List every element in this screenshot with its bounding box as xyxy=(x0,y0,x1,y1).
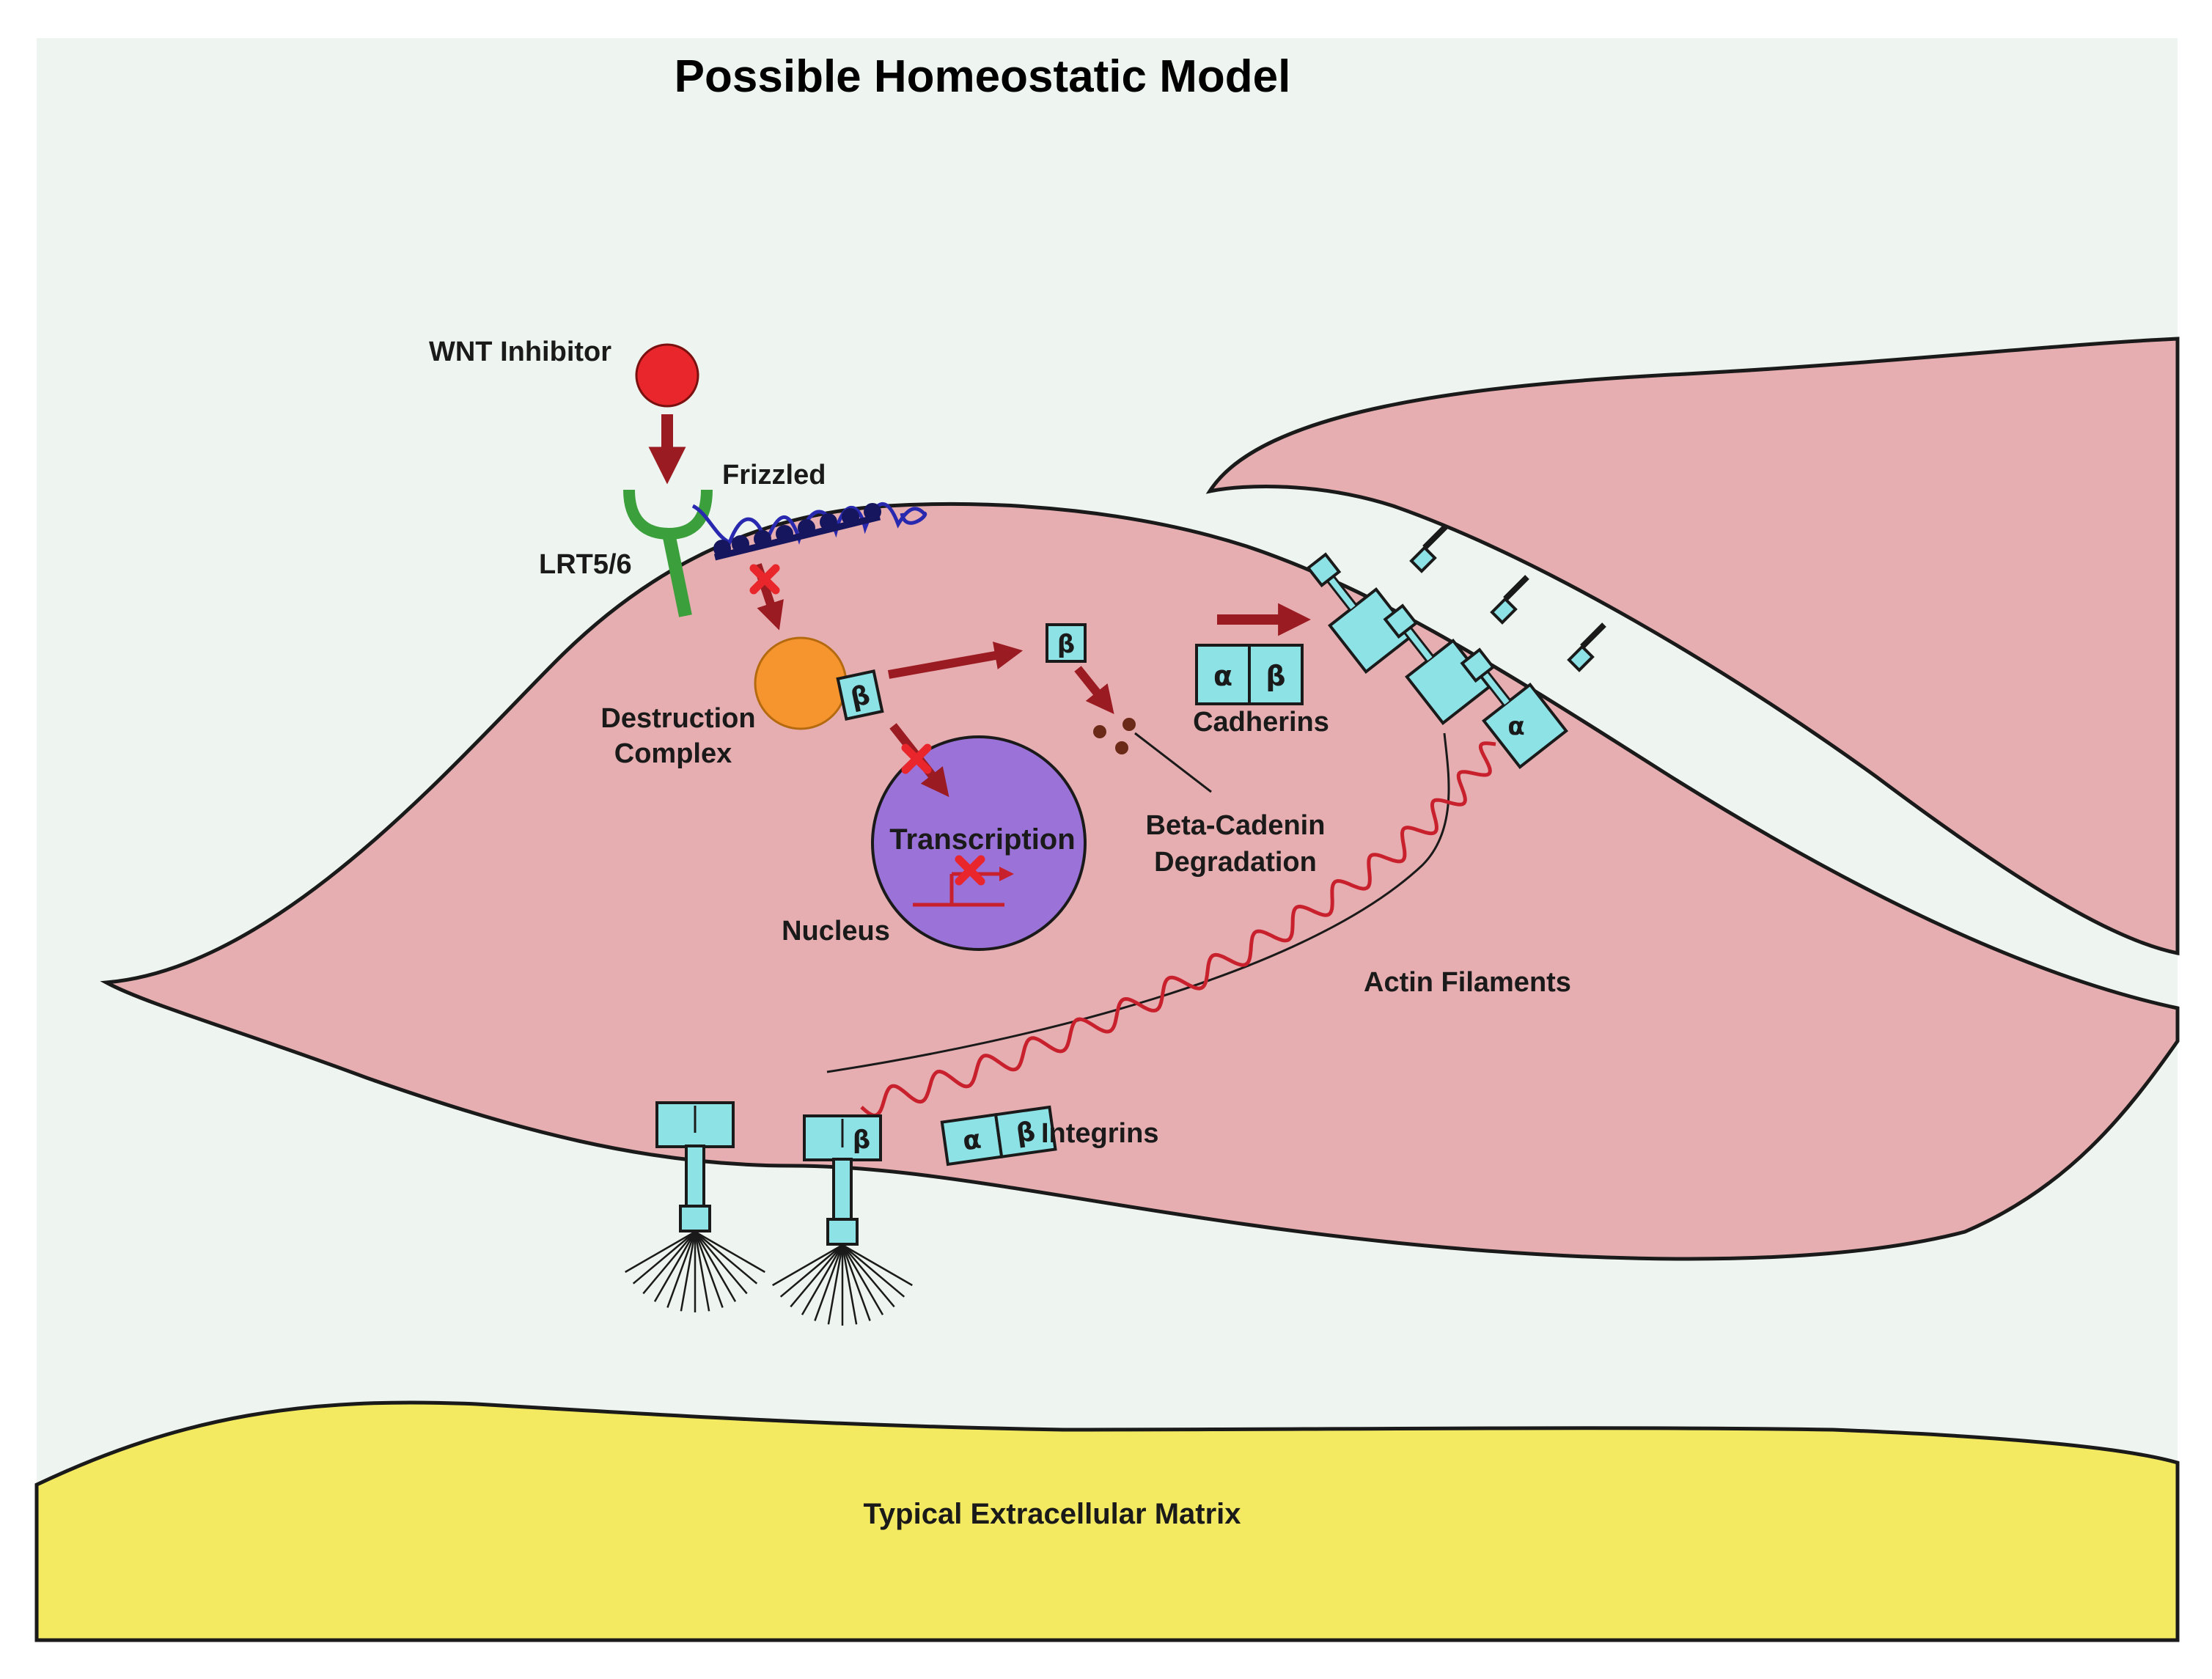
cadherin-receptor xyxy=(1306,552,1414,674)
wnt-inhibitor-label: WNT Inhibitor xyxy=(429,337,611,367)
actin-filament xyxy=(860,741,1496,1117)
integrin-pair: α β xyxy=(940,1105,1057,1167)
destruction-label-line1: Destruction xyxy=(600,703,755,734)
diagram-title: Possible Homeostatic Model xyxy=(675,51,1291,102)
main-cell xyxy=(100,502,2180,1261)
svg-text:α: α xyxy=(961,1125,983,1157)
cadherin-partner xyxy=(1409,523,1606,672)
svg-text:β: β xyxy=(1057,630,1075,659)
ecm-label: Typical Extracellular Matrix xyxy=(863,1498,1241,1530)
frizzled-helix xyxy=(691,502,927,561)
svg-text:α: α xyxy=(1213,660,1232,692)
actin-guide-line xyxy=(826,732,1450,1073)
free-beta-box: β xyxy=(1046,623,1087,663)
beta-release-arrow xyxy=(887,642,1024,679)
degradation-leader xyxy=(1134,732,1212,793)
extracellular-matrix xyxy=(34,1400,2180,1642)
integrin-receptor xyxy=(625,1101,765,1312)
block-x-icon xyxy=(901,743,932,774)
actin-label: Actin Filaments xyxy=(1364,967,1571,998)
transcription-label: Transcription xyxy=(889,823,1075,856)
destruction-label-line2: Complex xyxy=(614,738,732,769)
svg-text:β: β xyxy=(1014,1117,1037,1149)
integrins-label: Integrins xyxy=(1041,1118,1158,1149)
alpha-symbol: α xyxy=(1507,712,1524,741)
block-x-icon xyxy=(749,564,780,595)
cadherin-pair: α β xyxy=(1195,644,1304,705)
cadherin-receptor: α xyxy=(1460,647,1568,769)
beta-symbol: β xyxy=(853,1125,870,1155)
frizzled-label: Frizzled xyxy=(722,460,826,491)
degradation-label-line2: Degradation xyxy=(1154,847,1317,878)
degradation-arrow xyxy=(1074,666,1114,714)
block-x-icon xyxy=(955,855,985,886)
neighbor-cell xyxy=(1205,337,2180,956)
integrin-receptor: β xyxy=(772,1114,913,1326)
lrt-label: LRT5/6 xyxy=(539,549,632,580)
beta-catenin-box: β xyxy=(836,669,884,721)
degradation-dots xyxy=(1093,718,1136,754)
destruction-complex xyxy=(754,636,848,730)
cadherins-label: Cadherins xyxy=(1193,707,1329,738)
degradation-label-line1: Beta-Cadenin xyxy=(1146,810,1326,841)
nucleus-label: Nucleus xyxy=(782,916,890,947)
wnt-inhibitor-ball xyxy=(635,343,699,408)
svg-text:β: β xyxy=(1265,660,1285,692)
